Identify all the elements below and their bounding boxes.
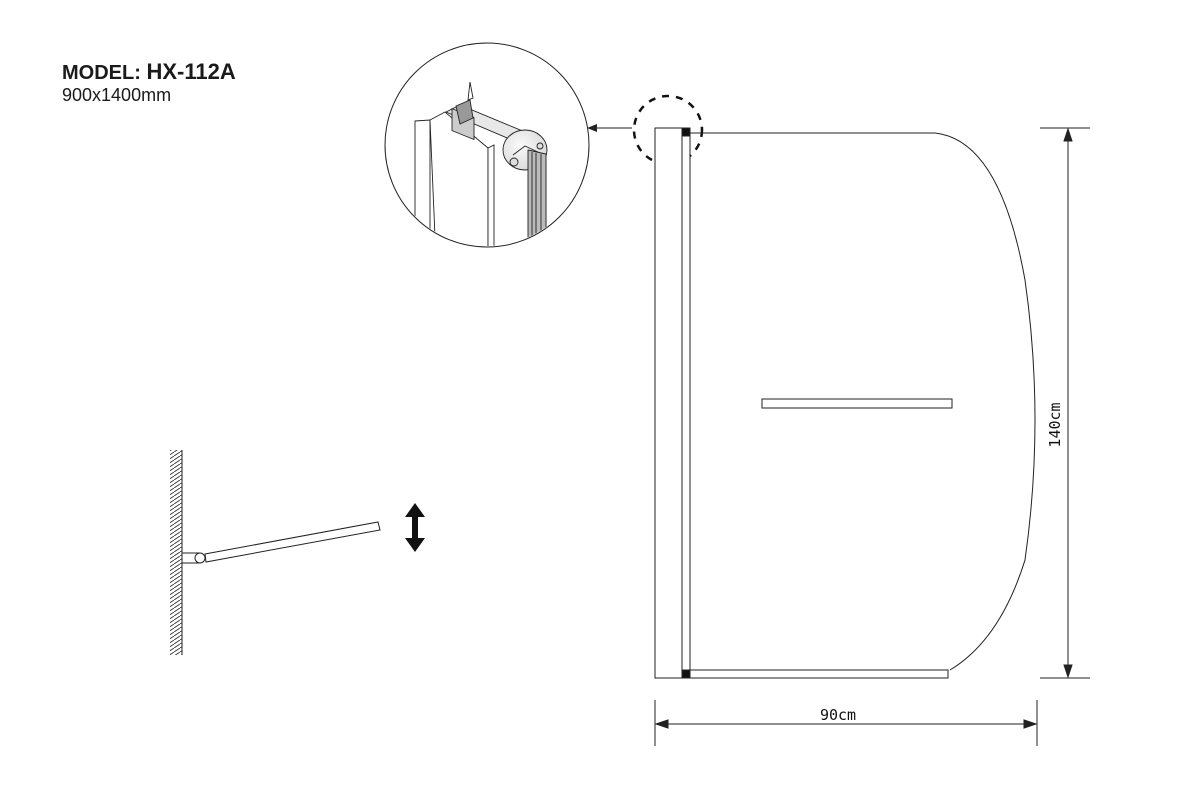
swing-top-view xyxy=(170,450,381,655)
bottom-rail xyxy=(689,669,949,679)
width-label: 90cm xyxy=(820,706,856,724)
model-title-block: MODEL: HX-112A 900x1400mm xyxy=(62,60,236,106)
screen-front-view xyxy=(654,127,1036,679)
swing-up-down-arrow-icon xyxy=(405,503,425,552)
profile-detail-magnified xyxy=(384,42,590,248)
glass-panel-outline xyxy=(690,132,1036,671)
detail-pointer-arrow xyxy=(587,124,632,132)
bottom-hinge-block xyxy=(681,669,691,679)
wall-profile xyxy=(654,127,691,679)
wall-hatching xyxy=(170,450,182,655)
model-heading: MODEL: HX-112A xyxy=(62,60,236,85)
width-dimension xyxy=(654,700,1038,746)
model-size: 900x1400mm xyxy=(62,85,172,105)
model-number: HX-112A xyxy=(146,59,236,84)
height-label: 140cm xyxy=(1046,402,1064,447)
panel-top-view xyxy=(204,521,381,563)
model-label: MODEL: xyxy=(62,62,141,84)
hinge-icon xyxy=(194,552,206,564)
handle-bar xyxy=(761,398,953,409)
detail-callout-circle xyxy=(632,94,704,166)
height-dimension xyxy=(1040,127,1090,679)
top-hinge-block xyxy=(681,127,691,137)
